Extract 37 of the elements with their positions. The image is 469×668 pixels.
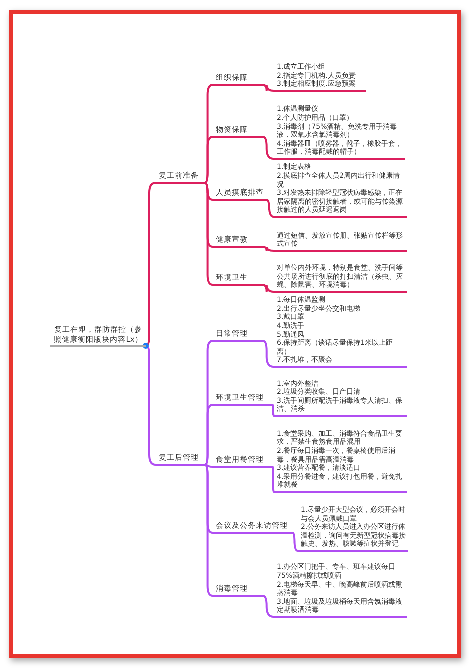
branch-topic xyxy=(213,235,263,248)
connector xyxy=(146,182,156,347)
branch-topic xyxy=(213,329,263,342)
connector xyxy=(262,595,274,618)
connector xyxy=(204,464,214,468)
connector xyxy=(272,466,275,492)
connector xyxy=(204,464,214,597)
connector xyxy=(204,136,214,184)
connector xyxy=(204,182,214,286)
connector xyxy=(262,136,274,160)
connector xyxy=(262,284,274,293)
connector xyxy=(266,199,274,218)
branch-topic xyxy=(213,125,263,138)
branch-topic xyxy=(213,73,263,86)
note-block xyxy=(274,430,407,493)
connector xyxy=(262,246,274,252)
note-block xyxy=(274,163,407,218)
connector xyxy=(204,404,214,466)
connector xyxy=(262,340,274,368)
branch-topic xyxy=(213,455,273,468)
note-block xyxy=(274,563,407,618)
branch-topic xyxy=(156,453,205,466)
connector xyxy=(292,532,298,552)
note-block xyxy=(274,63,366,92)
branch-topic xyxy=(213,521,293,534)
connector xyxy=(262,84,274,92)
branch-topic xyxy=(213,584,263,597)
note-block xyxy=(274,296,407,368)
branch-topic xyxy=(213,393,273,406)
branch-topic xyxy=(213,188,267,201)
branch-topic xyxy=(213,273,263,286)
branch-topic xyxy=(156,171,205,184)
connector xyxy=(146,345,156,466)
connector xyxy=(272,404,275,416)
note-block xyxy=(298,506,408,552)
note-block xyxy=(274,380,407,417)
note-block xyxy=(274,105,405,160)
